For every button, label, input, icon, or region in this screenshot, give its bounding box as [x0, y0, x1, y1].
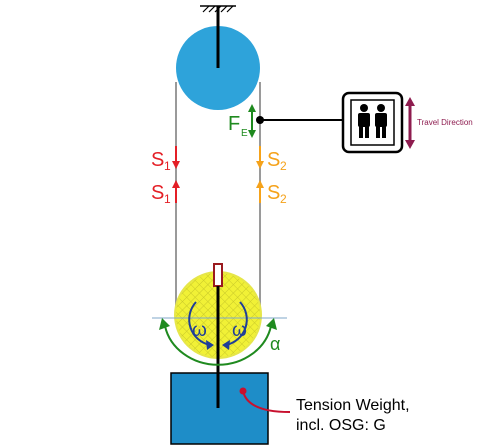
- omega-right-label: ω: [232, 320, 247, 341]
- s2-upper-subscript: 2: [280, 159, 287, 173]
- weight-label-line1: Tension Weight,: [296, 397, 410, 414]
- s1-upper-subscript: 1: [164, 159, 171, 173]
- travel-direction-label: Travel Direction: [417, 118, 473, 127]
- s2-upper-label: S: [267, 149, 280, 171]
- force-subscript: E: [241, 128, 248, 139]
- connector-point: [256, 116, 264, 124]
- s2-lower-subscript: 2: [280, 192, 287, 206]
- omega-right-arrow: [222, 301, 248, 350]
- force-arrow: [248, 104, 256, 138]
- alpha-wrap-arc: [159, 318, 277, 366]
- s1-down-arrow: [172, 146, 180, 169]
- s1-upper-label: S: [151, 149, 164, 171]
- weight-pointer: [239, 387, 291, 413]
- sensor-bracket: [213, 263, 223, 287]
- s2-lower-label: S: [267, 182, 280, 204]
- travel-direction-arrow: [405, 97, 415, 149]
- force-label: F: [228, 113, 240, 135]
- s1-lower-label: S: [151, 182, 164, 204]
- s1-up-arrow: [172, 180, 180, 203]
- elevator-passengers-icon: [341, 91, 404, 154]
- s2-up-arrow: [256, 180, 264, 203]
- weight-label-line2: incl. OSG: G: [296, 417, 386, 434]
- omega-left-label: ω: [192, 320, 207, 341]
- s2-down-arrow: [256, 146, 264, 169]
- omega-left-arrow: [188, 301, 214, 350]
- alpha-label: α: [270, 334, 280, 354]
- s1-lower-subscript: 1: [164, 192, 171, 206]
